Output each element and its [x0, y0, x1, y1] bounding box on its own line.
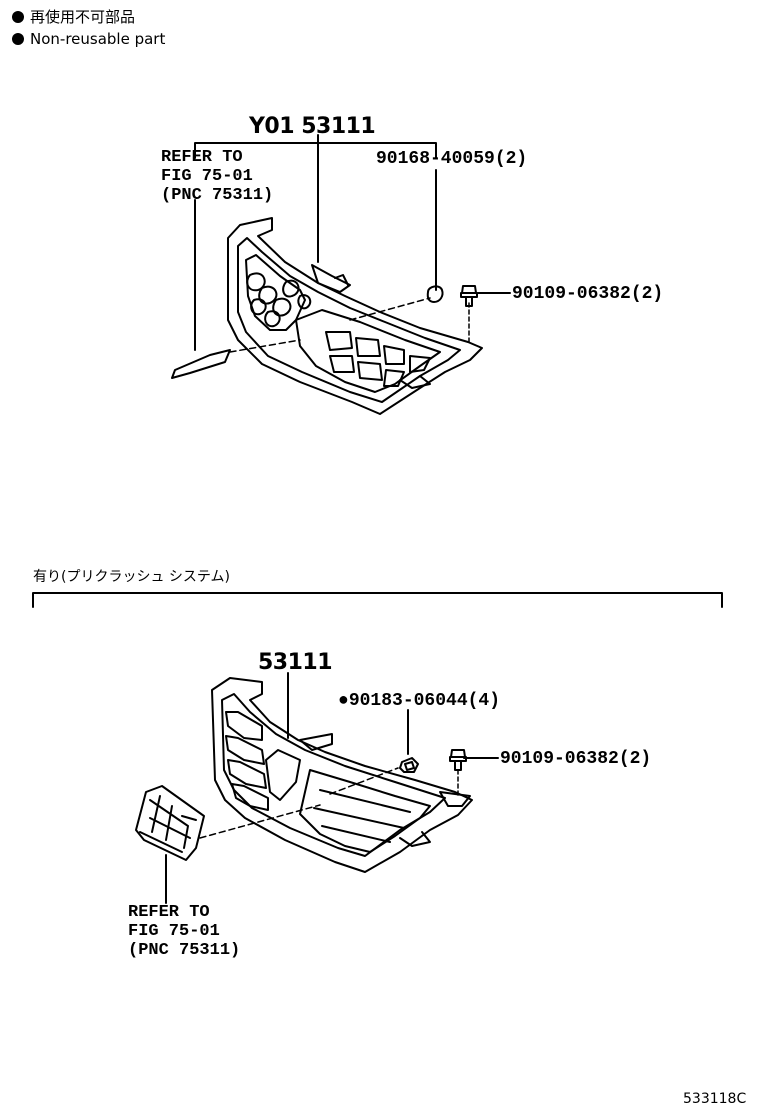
legend-ja: 再使用不可部品: [12, 10, 135, 25]
upper-refer-line-2: FIG 75-01: [161, 167, 253, 186]
upper-assembly-label: Y01 53111: [249, 114, 376, 139]
legend-ja-text: 再使用不可部品: [30, 8, 136, 26]
legend-en-text: Non-reusable part: [30, 30, 166, 48]
screw-icon: [460, 285, 478, 307]
upper-leaders: [194, 134, 511, 353]
bullet-icon: [12, 11, 24, 23]
figure-id: 533118C: [683, 1091, 747, 1107]
lower-refer-line-2: FIG 75-01: [128, 922, 220, 941]
upper-refer-line-1: REFER TO: [161, 148, 243, 167]
bullet-icon: [12, 33, 24, 45]
lower-assembly-label: 53111: [258, 650, 333, 675]
upper-grille: [171, 217, 483, 415]
lower-part-nut: ●90183-06044(4): [338, 692, 500, 710]
non-reusable-marker: ●: [338, 691, 349, 711]
section-bracket: [32, 592, 723, 608]
lower-refer-line-1: REFER TO: [128, 903, 210, 922]
upper-part-clip: 90168-40059(2): [376, 149, 528, 169]
nut-icon: [399, 757, 419, 773]
lower-grille: [211, 677, 473, 873]
section-label: 有り(プリクラッシュ システム): [33, 569, 230, 585]
lower-refer-line-3: (PNC 75311): [128, 941, 241, 960]
upper-part-screw: 90109-06382(2): [512, 284, 664, 304]
screw-icon: [449, 749, 467, 771]
sensor-bracket: [135, 785, 205, 861]
upper-refer-line-3: (PNC 75311): [161, 186, 274, 205]
legend-en: Non-reusable part: [12, 32, 165, 47]
lower-part-nut-number: 90183-06044(4): [348, 691, 501, 711]
clip-icon: [426, 285, 444, 303]
lower-part-screw: 90109-06382(2): [500, 749, 652, 769]
